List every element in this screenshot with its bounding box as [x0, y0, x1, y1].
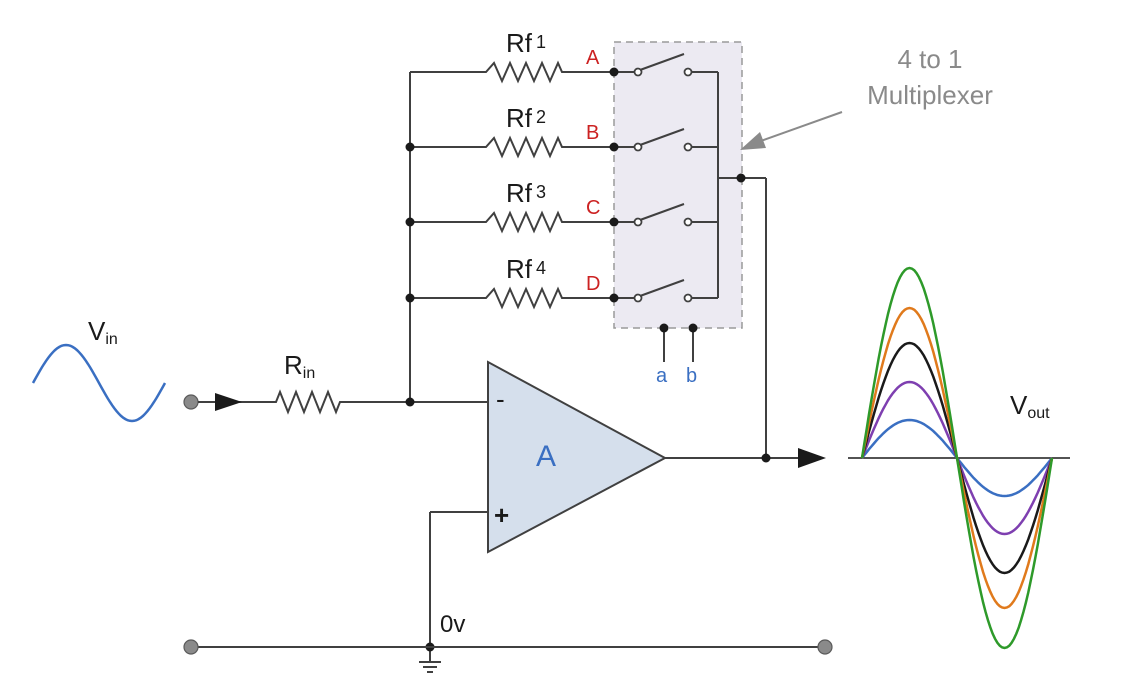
output-arrow [798, 448, 826, 468]
switch-contact-right-4 [683, 293, 693, 303]
ground-terminal-right [817, 639, 833, 655]
channel-letter-d: D [586, 273, 600, 295]
mux-pointer-line [757, 111, 843, 143]
opamp-triangle [487, 360, 668, 554]
switch-contact-left-2 [633, 142, 643, 152]
rf4-resistor [410, 286, 636, 310]
switch-blade-2 [639, 128, 685, 146]
channel-letter-b: B [586, 122, 599, 144]
switch-contact-left-1 [633, 67, 643, 77]
junction-inverting [405, 397, 415, 407]
switch-blade-4 [639, 279, 685, 297]
switch-contact-right-2 [683, 142, 693, 152]
junction-bus-2 [405, 142, 415, 152]
ground-symbol [419, 661, 441, 673]
input-sine-wave [31, 343, 167, 423]
rf2-resistor [410, 135, 636, 159]
switch-blade-3 [639, 203, 685, 221]
switch-input-dot-2 [609, 142, 619, 152]
opamp-minus: - [496, 384, 505, 414]
input-terminal [183, 394, 199, 410]
channel-letter-a: A [586, 47, 600, 69]
junction-bus-4 [405, 293, 415, 303]
rf3-resistor [410, 210, 636, 234]
rin-label: Rin [284, 350, 315, 382]
switch-input-dot-1 [609, 67, 619, 77]
multiplexer-box [613, 41, 743, 329]
ground-terminal-left [183, 639, 199, 655]
output-wave-5 [860, 266, 1054, 650]
opamp-plus: + [494, 500, 509, 530]
mux-title-line2: Multiplexer [867, 80, 993, 110]
select-dot-b [688, 323, 698, 333]
input-arrow [215, 393, 242, 411]
mux-title-line1: 4 to 1 [897, 44, 962, 74]
mux-pointer-arrow [740, 132, 766, 150]
switch-blade-1 [639, 53, 685, 71]
switch-input-dot-3 [609, 217, 619, 227]
select-label-b: b [686, 365, 697, 387]
switch-contact-left-3 [633, 217, 643, 227]
junction-mux-out [736, 173, 746, 183]
opamp-label: A [536, 440, 556, 473]
switch-contact-right-3 [683, 217, 693, 227]
junction-bus-3 [405, 217, 415, 227]
channel-letter-c: C [586, 197, 600, 219]
vout-label: Vout [1010, 390, 1050, 422]
rin-resistor [268, 389, 410, 415]
switch-input-dot-4 [609, 293, 619, 303]
rf1-resistor [410, 60, 636, 84]
select-dot-a [659, 323, 669, 333]
output-waves [860, 266, 1054, 650]
select-label-a: a [656, 365, 668, 387]
switch-contact-left-4 [633, 293, 643, 303]
ground-label: 0v [440, 611, 465, 638]
vin-label: Vin [88, 316, 118, 348]
switch-contact-right-1 [683, 67, 693, 77]
junction-output [761, 453, 771, 463]
